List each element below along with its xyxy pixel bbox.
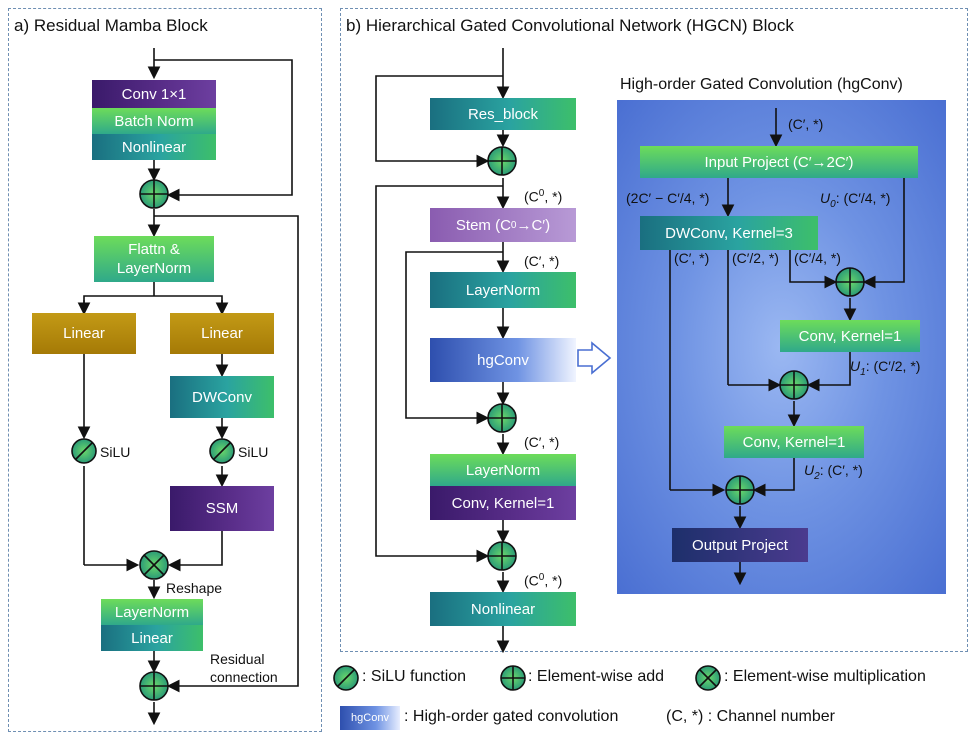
flatten-layernorm-box: Flattn & LayerNorm <box>94 236 214 282</box>
reshape-label: Reshape <box>166 580 223 596</box>
silu-left-label: SiLU <box>100 444 131 460</box>
c0-shape-2-b: , *) <box>544 572 563 589</box>
c0-shape-1-sup: 0 <box>538 188 545 199</box>
layernorm-box-a: LayerNorm <box>101 599 203 625</box>
u1-shape: U1: (C′/2, *) <box>850 358 920 378</box>
output-project-box: Output Project <box>672 528 808 562</box>
c0-shape-1-b: , *) <box>544 188 563 205</box>
stem-label-2: →C′) <box>516 216 551 234</box>
hg-in-shape: (C′, *) <box>788 116 824 132</box>
u2-shape: U2: (C′, *) <box>804 462 863 482</box>
ssm-box: SSM <box>170 486 274 531</box>
hgconv-box: hgConv <box>430 338 576 382</box>
u0-label: U <box>820 190 831 206</box>
c0-shape-1-a: (C <box>524 188 539 205</box>
shape-b: (C′/2, *) <box>732 250 779 266</box>
u2-shape-text: : (C′, *) <box>819 462 863 478</box>
panel-a-frame <box>8 8 322 732</box>
layernorm-box-b2: LayerNorm <box>430 454 576 486</box>
legend-add: : Element-wise add <box>528 668 665 685</box>
stem-label: Stem (C <box>455 216 511 234</box>
batch-norm-box: Batch Norm <box>92 108 216 134</box>
nonlinear-box-a: Nonlinear <box>92 134 216 160</box>
dwconv-box: DWConv <box>170 376 274 418</box>
legend-mul: : Element-wise multiplication <box>724 668 926 685</box>
shape-a: (C′, *) <box>674 250 710 266</box>
hgconv-title: High-order Gated Convolution (hgConv) <box>620 76 903 93</box>
flatten-label-2: LayerNorm <box>116 260 192 277</box>
split-left-shape: (2C′ − C′/4, *) <box>626 190 710 206</box>
linear-bottom-box: Linear <box>101 625 203 651</box>
res-block-box: Res_block <box>430 98 576 130</box>
c0-shape-1: (C0, *) <box>524 188 562 205</box>
u2-sub: 2 <box>814 470 820 482</box>
residual-label: Residual <box>210 651 265 667</box>
c0-shape-2: (C0, *) <box>524 572 562 589</box>
u2-label: U <box>804 462 815 478</box>
nonlinear-box-b: Nonlinear <box>430 592 576 626</box>
layernorm-box-b1: LayerNorm <box>430 272 576 308</box>
flatten-label: Flattn & <box>128 241 180 258</box>
u1-shape-text: : (C′/2, *) <box>865 358 921 374</box>
legend-hgconv-tag: hgConv <box>340 706 400 730</box>
legend-channel: (C, *) : Channel number <box>666 708 835 725</box>
stem-sup: 0 <box>510 219 517 231</box>
silu-right-label: SiLU <box>238 444 269 460</box>
u1-label: U <box>850 358 861 374</box>
u0-shape-text: : (C′/4, *) <box>835 190 891 206</box>
conv-1x1-box: Conv 1×1 <box>92 80 216 108</box>
cprime-shape-2: (C′, *) <box>524 434 560 450</box>
conv1-box: Conv, Kernel=1 <box>780 320 920 352</box>
input-project-box: Input Project (C′→2C′) <box>640 146 918 178</box>
dwconv-k3-box: DWConv, Kernel=3 <box>640 216 818 250</box>
conv-kernel1-box-b: Conv, Kernel=1 <box>430 486 576 520</box>
linear-left-box: Linear <box>32 313 136 354</box>
linear-right-box: Linear <box>170 313 274 354</box>
legend-hgconv-desc: : High-order gated convolution <box>404 708 619 725</box>
panel-b-title: b) Hierarchical Gated Convolutional Netw… <box>346 16 794 35</box>
legend-silu: : SiLU function <box>362 668 467 685</box>
panel-b-frame <box>340 8 968 652</box>
cprime-shape-1: (C′, *) <box>524 253 560 269</box>
panel-a-title: a) Residual Mamba Block <box>14 16 208 35</box>
connection-label: connection <box>210 669 278 685</box>
u0-shape: U0: (C′/4, *) <box>820 190 890 210</box>
u1-sub: 1 <box>860 366 866 378</box>
u0-sub: 0 <box>830 198 836 210</box>
c0-shape-2-a: (C <box>524 572 539 589</box>
conv2-box: Conv, Kernel=1 <box>724 426 864 458</box>
shape-c: (C′/4, *) <box>794 250 841 266</box>
c0-shape-2-sup: 0 <box>538 572 545 583</box>
